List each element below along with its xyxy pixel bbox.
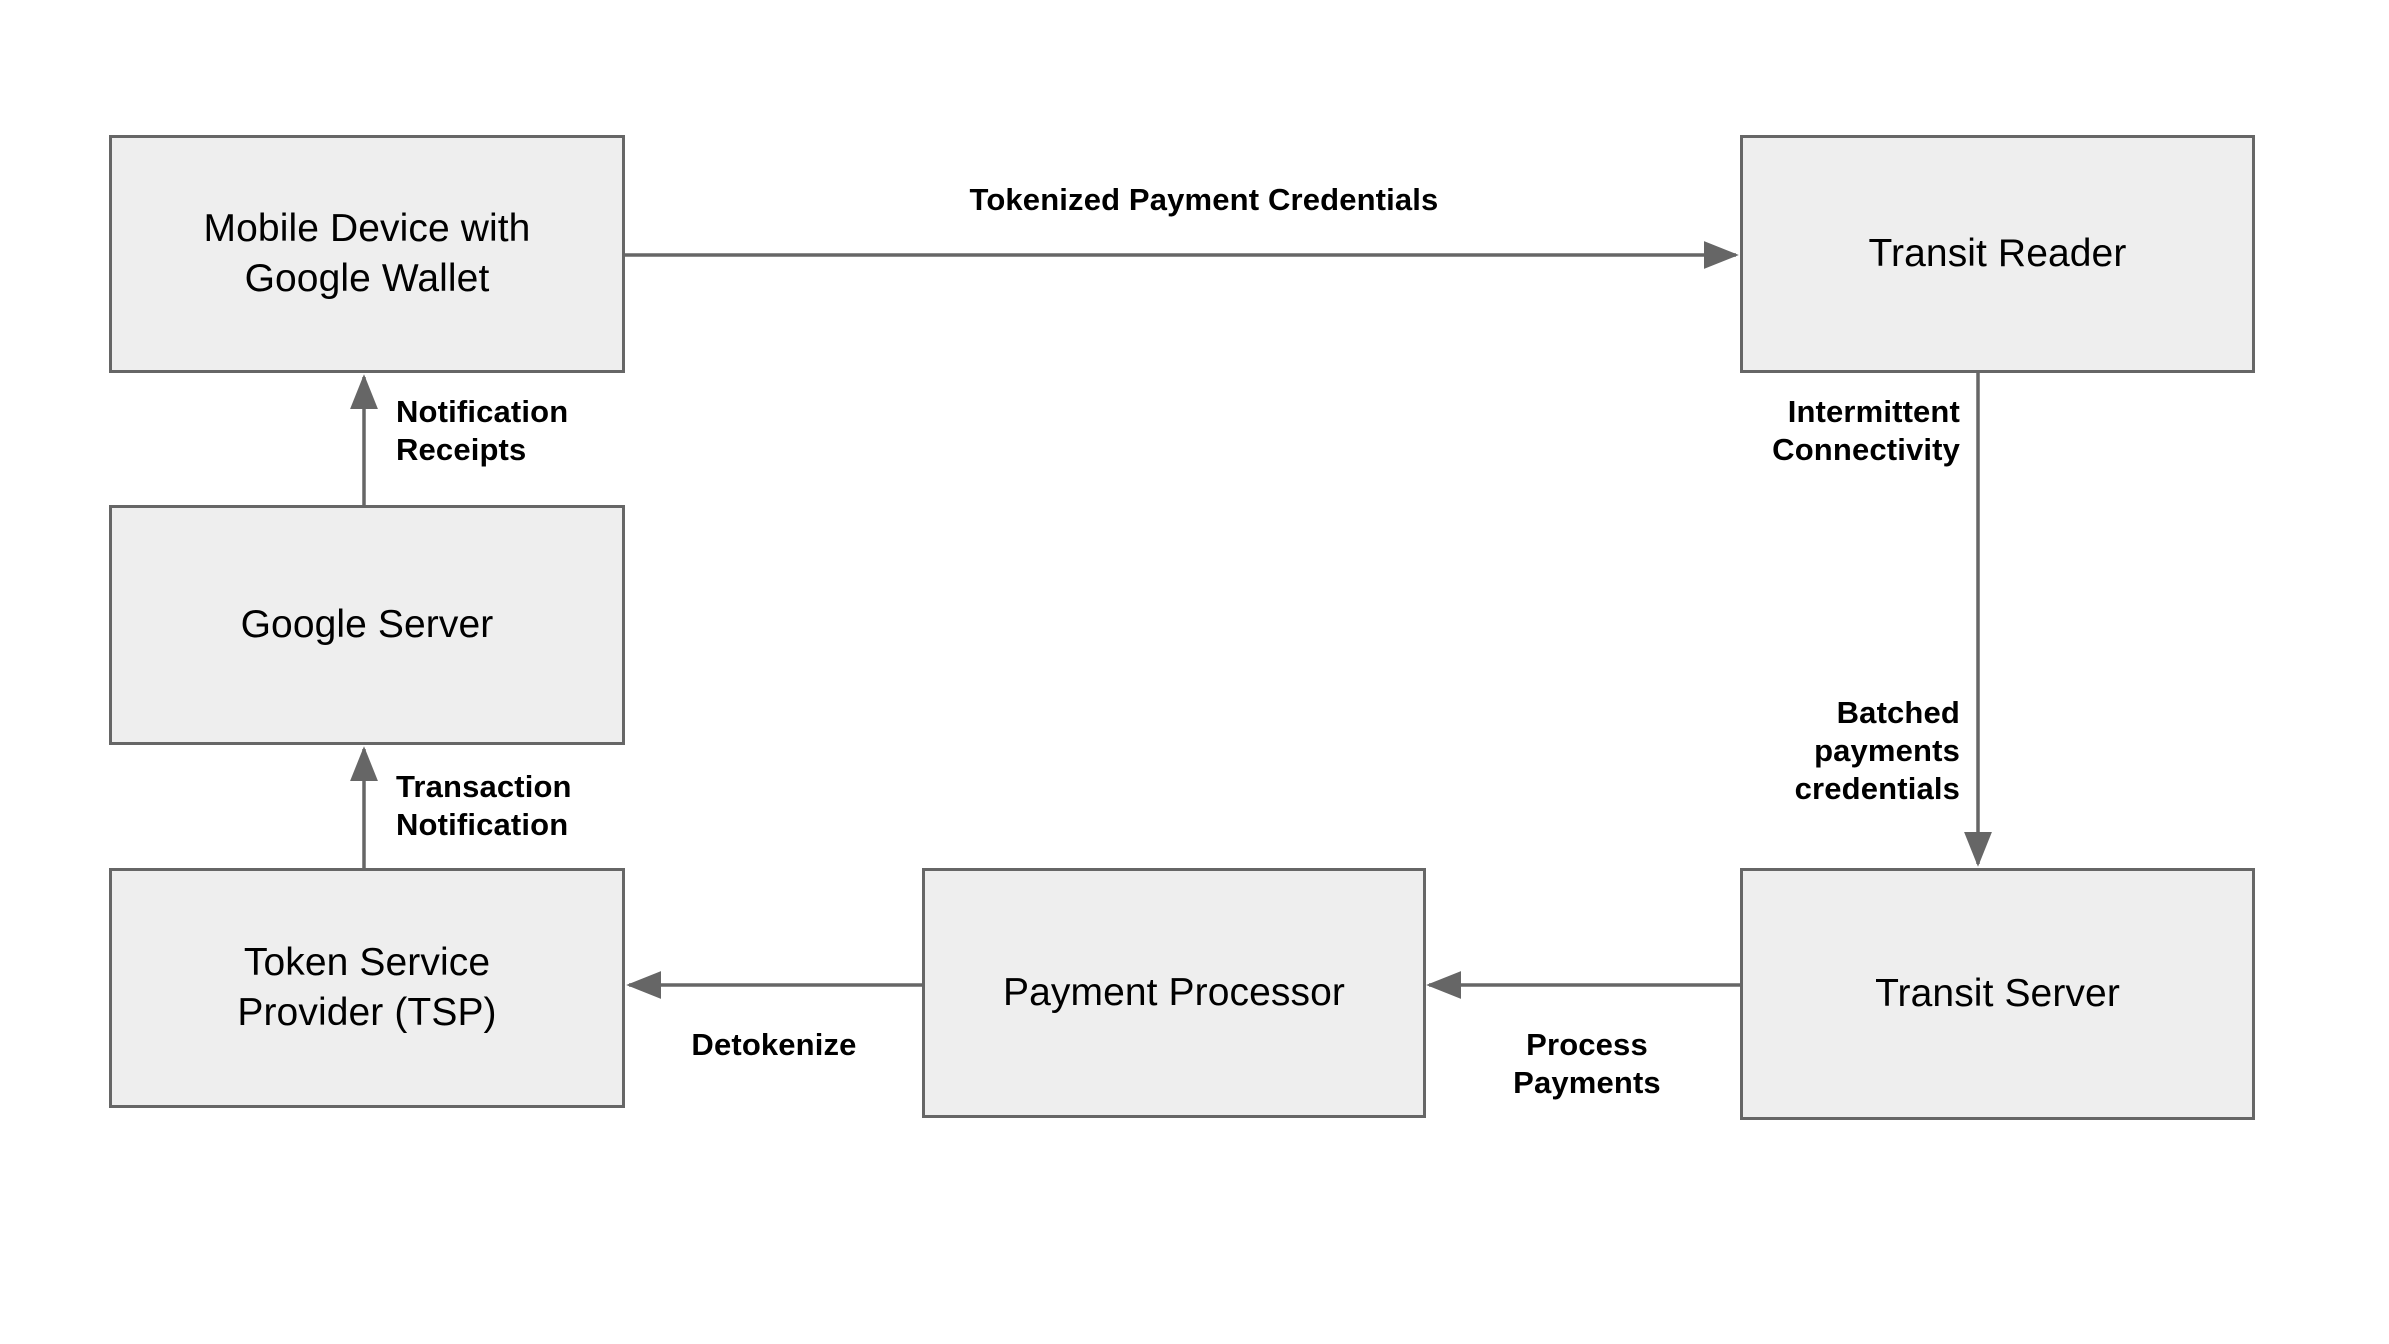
edge-label-detokenize: Detokenize [691, 1027, 857, 1062]
node-payment-processor[interactable]: Payment Processor [922, 868, 1426, 1118]
edge-label-tokenized-payment-credentials: Tokenized Payment Credentials [969, 182, 1439, 217]
edge-label-intermittent-connectivity: Intermittent Connectivity [1772, 394, 1960, 467]
node-token-service-provider[interactable]: Token Service Provider (TSP) [109, 868, 625, 1108]
node-mobile-device[interactable]: Mobile Device with Google Wallet [109, 135, 625, 373]
node-google-server[interactable]: Google Server [109, 505, 625, 745]
node-transit-server[interactable]: Transit Server [1740, 868, 2255, 1120]
edge-label-notification-receipts: Notification Receipts [396, 394, 569, 467]
edge-label-batched-payments-credentials: Batched payments credentials [1794, 695, 1960, 806]
edge-label-transaction-notification: Transaction Notification [396, 769, 572, 842]
node-transit-reader[interactable]: Transit Reader [1740, 135, 2255, 373]
edge-label-process-payments: Process Payments [1513, 1027, 1661, 1100]
